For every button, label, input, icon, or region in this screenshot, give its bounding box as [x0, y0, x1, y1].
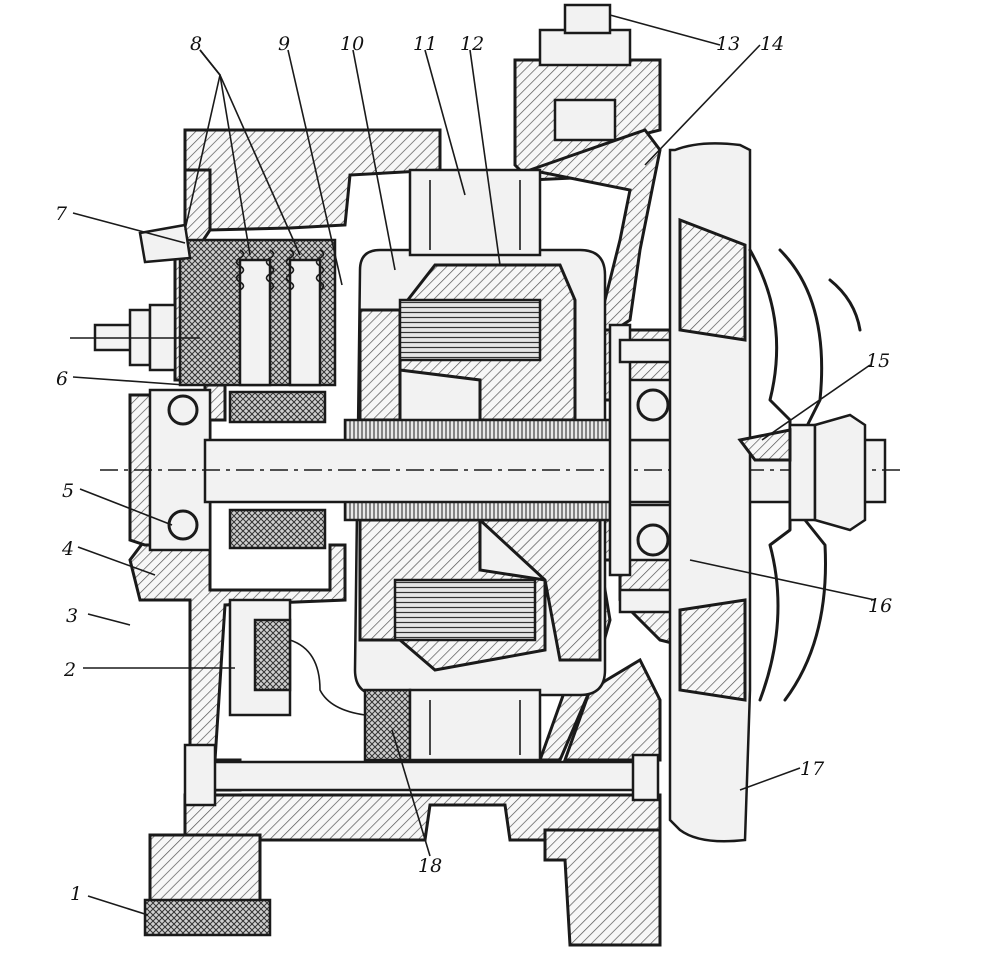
callout-4: 4 [61, 538, 74, 560]
top-mounting-bolt [538, 3, 632, 142]
callout-9: 9 [278, 33, 290, 55]
pulley [737, 248, 867, 702]
callout-18: 18 [418, 855, 442, 877]
callout-labels: 1 2 3 4 5 6 7 8 9 10 11 12 13 14 15 16 1… [55, 33, 892, 905]
callout-2: 2 [63, 659, 76, 681]
callout-10: 10 [340, 33, 364, 55]
brush-holder [138, 223, 337, 550]
rectifier-assembly [228, 598, 366, 717]
callout-17: 17 [800, 758, 825, 780]
callout-16: 16 [868, 595, 892, 617]
callout-14: 14 [760, 33, 784, 55]
leader-lines [72, 14, 876, 916]
callout-11: 11 [413, 33, 437, 55]
callout-3: 3 [66, 605, 78, 627]
callout-5: 5 [62, 480, 74, 502]
callout-7: 7 [55, 203, 68, 225]
callout-15: 15 [866, 350, 890, 372]
callout-6: 6 [56, 368, 68, 390]
callout-1: 1 [70, 883, 82, 905]
callout-8: 8 [190, 33, 202, 55]
fan [668, 142, 752, 843]
callout-12: 12 [460, 33, 484, 55]
output-terminal-stud [70, 303, 200, 372]
callout-13: 13 [716, 33, 740, 55]
